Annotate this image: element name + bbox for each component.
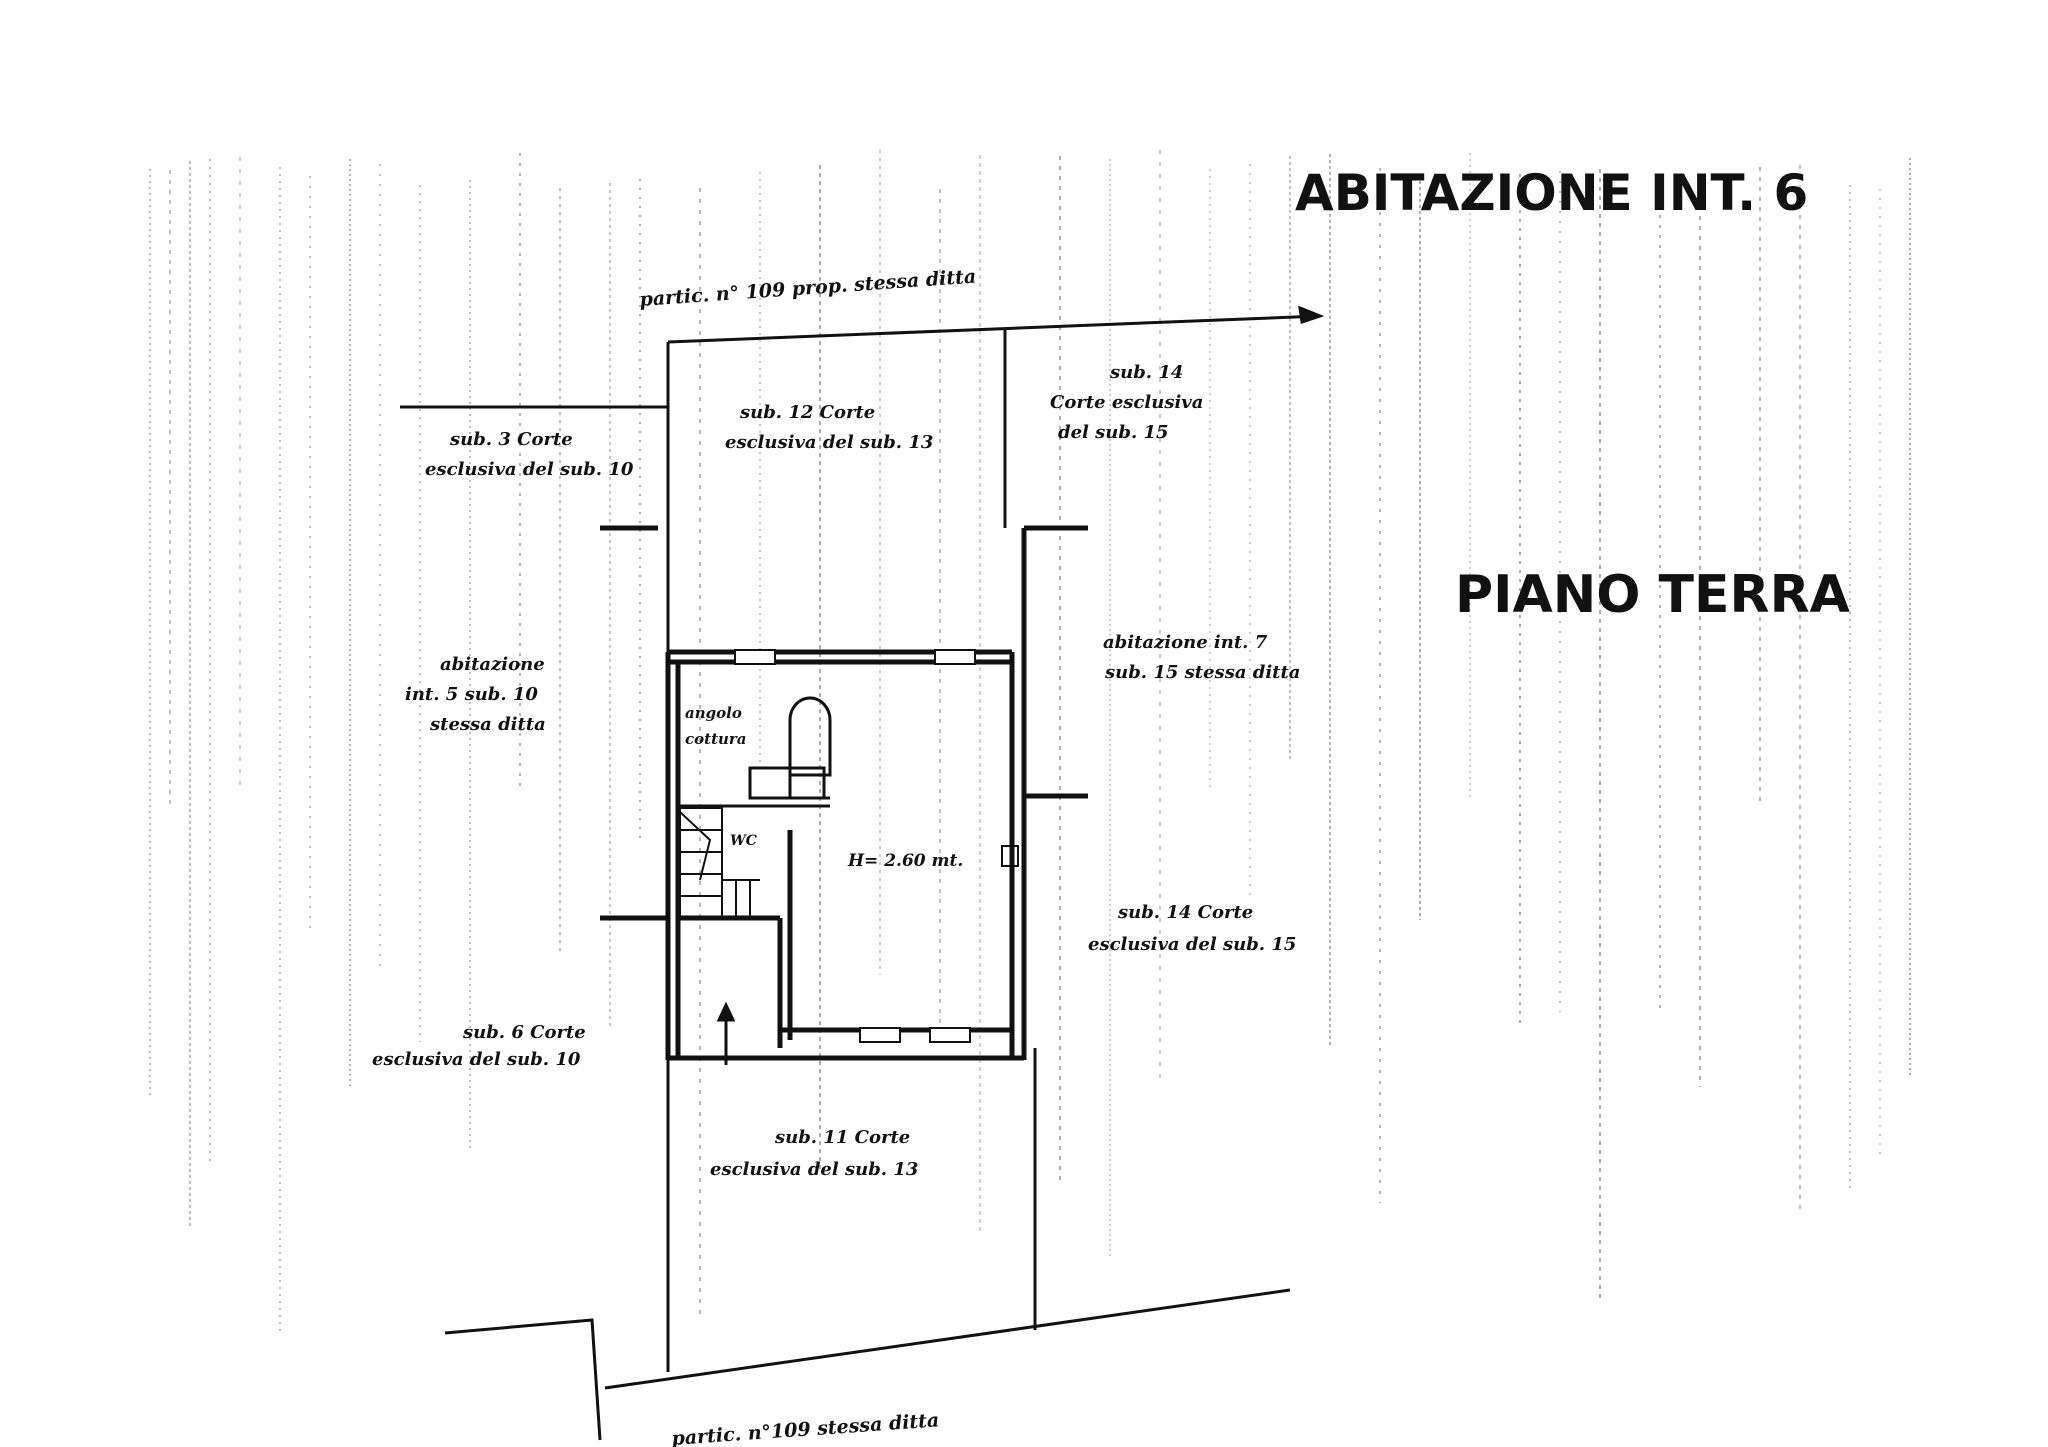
label-int5: abitazione int. 5 sub. 10 stessa ditta	[405, 654, 546, 735]
svg-text:sub. 15 stessa ditta: sub. 15 stessa ditta	[1104, 662, 1300, 683]
svg-text:sub. 14: sub. 14	[1109, 362, 1183, 383]
svg-text:esclusiva del sub. 15: esclusiva del sub. 15	[1088, 934, 1296, 955]
label-top-neighbor: partic. n° 109 prop. stessa ditta	[639, 266, 977, 311]
label-sub12: sub. 12 Corte esclusiva del sub. 13	[725, 402, 933, 453]
svg-text:esclusiva del sub. 10: esclusiva del sub. 10	[372, 1049, 581, 1070]
label-sub11: sub. 11 Corte esclusiva del sub. 13	[710, 1127, 918, 1180]
label-wc: WC	[730, 833, 757, 849]
floor-label: PIANO TERRA	[1455, 565, 1850, 625]
svg-text:Corte esclusiva: Corte esclusiva	[1050, 392, 1203, 413]
label-int7: abitazione int. 7 sub. 15 stessa ditta	[1103, 632, 1300, 683]
svg-text:cottura: cottura	[685, 730, 747, 748]
windows	[734, 649, 976, 1043]
kitchen-fixture	[680, 696, 832, 808]
svg-text:sub. 11 Corte: sub. 11 Corte	[774, 1127, 910, 1148]
svg-text:sub. 6 Corte: sub. 6 Corte	[462, 1022, 586, 1043]
building-walls	[600, 525, 1088, 1061]
svg-text:int. 5 sub. 10: int. 5 sub. 10	[405, 684, 538, 705]
svg-text:esclusiva del sub. 10: esclusiva del sub. 10	[425, 459, 634, 480]
svg-text:sub. 12 Corte: sub. 12 Corte	[739, 402, 875, 423]
label-sub14-side: sub. 14 Corte esclusiva del sub. 15	[1088, 902, 1296, 955]
label-sub14-top: sub. 14 Corte esclusiva del sub. 15	[1050, 362, 1203, 443]
svg-text:esclusiva del sub. 13: esclusiva del sub. 13	[710, 1159, 918, 1180]
height-marker	[1001, 845, 1019, 867]
stairs	[679, 807, 760, 919]
svg-text:del sub. 15: del sub. 15	[1058, 422, 1169, 443]
label-height: H= 2.60 mt.	[847, 851, 963, 871]
svg-text:esclusiva del sub. 13: esclusiva del sub. 13	[725, 432, 933, 453]
svg-text:abitazione int. 7: abitazione int. 7	[1103, 632, 1268, 653]
label-sub3: sub. 3 Corte esclusiva del sub. 10	[425, 429, 634, 480]
label-angolo-cottura: angolo cottura	[685, 704, 747, 748]
svg-text:abitazione: abitazione	[440, 654, 545, 675]
svg-text:sub. 14 Corte: sub. 14 Corte	[1117, 902, 1253, 923]
svg-text:stessa ditta: stessa ditta	[429, 714, 546, 735]
svg-text:angolo: angolo	[685, 704, 742, 722]
label-bottom-neighbor: partic. n°109 stessa ditta	[671, 1409, 940, 1447]
svg-text:sub. 3 Corte: sub. 3 Corte	[449, 429, 573, 450]
scan-texture	[149, 150, 1911, 1333]
label-sub6: sub. 6 Corte esclusiva del sub. 10	[372, 1022, 586, 1070]
entry-arrow	[716, 1001, 736, 1065]
page-title: ABITAZIONE INT. 6	[1295, 164, 1808, 222]
